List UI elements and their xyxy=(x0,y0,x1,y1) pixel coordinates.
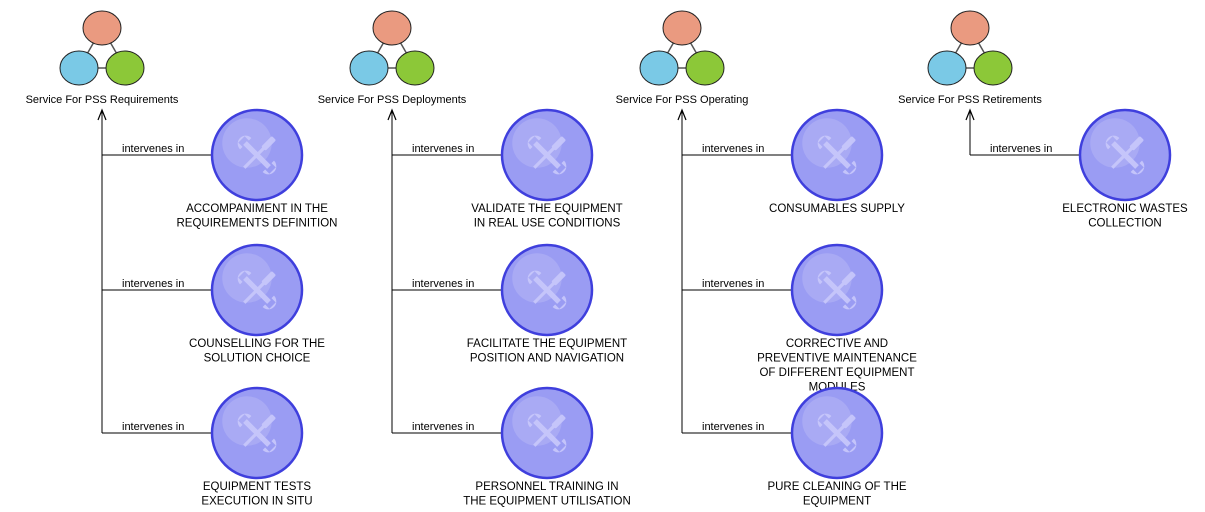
triad-left-circle xyxy=(639,50,679,86)
arrow-head xyxy=(965,108,975,121)
task-label-line: COUNSELLING FOR THE xyxy=(189,338,325,350)
arrow-head xyxy=(387,108,397,121)
arrow-head xyxy=(677,108,687,121)
task-node: intervenes in ACCOMPANIMENT IN THE REQUIRE… xyxy=(122,108,338,230)
task-label-line: PREVENTIVE MAINTENANCE xyxy=(757,353,917,365)
task-label-line: CORRECTIVE AND xyxy=(786,338,888,350)
task-label-line: POSITION AND NAVIGATION xyxy=(470,353,624,365)
task-label-line: ACCOMPANIMENT IN THE xyxy=(186,203,328,215)
task-label: ELECTRONIC WASTES COLLECTION xyxy=(1062,203,1188,230)
triad-icon xyxy=(639,10,725,86)
task-label-line: SOLUTION CHOICE xyxy=(204,353,311,365)
task-node: intervenes in VALIDATE THE EQUIPMENT IN RE… xyxy=(412,108,623,230)
edge-label: intervenes in xyxy=(702,421,764,433)
task-label-line: COLLECTION xyxy=(1088,218,1162,230)
task-node: intervenes in CORRECTIVE AND PREVENTIVE MA… xyxy=(702,243,917,394)
edge-label: intervenes in xyxy=(412,421,474,433)
task-label: CONSUMABLES SUPPLY xyxy=(769,203,905,215)
task-label-line: PERSONNEL TRAINING IN xyxy=(475,481,618,493)
triad-right-circle xyxy=(395,50,435,86)
task-label: COUNSELLING FOR THE SOLUTION CHOICE xyxy=(189,338,325,365)
triad-icon xyxy=(349,10,435,86)
task-label-line: THE EQUIPMENT UTILISATION xyxy=(463,496,631,508)
task-label-line: EQUIPMENT xyxy=(803,496,871,508)
edge-label: intervenes in xyxy=(412,278,474,290)
triad-top-circle xyxy=(82,10,122,46)
triad-left-circle xyxy=(59,50,99,86)
task-node: intervenes in FACILITATE THE EQUIPMENT POS… xyxy=(412,243,627,365)
task-label-line: VALIDATE THE EQUIPMENT xyxy=(471,203,622,215)
task-label-line: CONSUMABLES SUPPLY xyxy=(769,203,905,215)
service-column: Service For PSS Requirements xyxy=(26,10,179,106)
arrow-head xyxy=(97,108,107,121)
triad-right-circle xyxy=(105,50,145,86)
triad-left-circle xyxy=(927,50,967,86)
task-node: intervenes in PERSONNEL TRAINING IN THE EQ… xyxy=(412,386,631,508)
task-label: ACCOMPANIMENT IN THE REQUIREMENTS DEFINIT… xyxy=(176,203,337,230)
task-node: intervenes in ELECTRONIC WASTES COLLECTION xyxy=(990,108,1188,230)
triad-top-circle xyxy=(950,10,990,46)
task-label: EQUIPMENT TESTS EXECUTION IN SITU xyxy=(201,481,312,508)
service-column: Service For PSS Operating xyxy=(616,10,749,106)
edge-label: intervenes in xyxy=(702,143,764,155)
task-label: PURE CLEANING OF THE EQUIPMENT xyxy=(767,481,906,508)
edge-label: intervenes in xyxy=(122,143,184,155)
task-node: intervenes in PURE CLEANING OF THE EQUIPME… xyxy=(702,386,907,508)
edge-label: intervenes in xyxy=(990,143,1052,155)
edge-label: intervenes in xyxy=(122,278,184,290)
task-label-line: REQUIREMENTS DEFINITION xyxy=(176,218,337,230)
task-label-line: OF DIFFERENT EQUIPMENT xyxy=(759,367,914,379)
edge-label: intervenes in xyxy=(702,278,764,290)
task-label-line: EXECUTION IN SITU xyxy=(201,496,312,508)
task-label: FACILITATE THE EQUIPMENT POSITION AND NAV… xyxy=(467,338,627,365)
service-column: Service For PSS Deployments xyxy=(318,10,467,106)
service-label: Service For PSS Operating xyxy=(616,94,749,106)
task-node: intervenes in CONSUMABLES SUPPLY xyxy=(702,108,905,215)
task-label-line: IN REAL USE CONDITIONS xyxy=(474,218,621,230)
task-node: intervenes in COUNSELLING FOR THE SOLUTION… xyxy=(122,243,325,365)
edge-label: intervenes in xyxy=(412,143,474,155)
edge-label: intervenes in xyxy=(122,421,184,433)
task-label-line: ELECTRONIC WASTES xyxy=(1062,203,1188,215)
service-label: Service For PSS Deployments xyxy=(318,94,467,106)
triad-top-circle xyxy=(662,10,702,46)
task-label-line: EQUIPMENT TESTS xyxy=(203,481,312,493)
task-label-line: FACILITATE THE EQUIPMENT xyxy=(467,338,627,350)
task-node: intervenes in EQUIPMENT TESTS EXECUTION IN… xyxy=(122,386,313,508)
triad-right-circle xyxy=(685,50,725,86)
triad-top-circle xyxy=(372,10,412,46)
task-label: VALIDATE THE EQUIPMENT IN REAL USE CONDIT… xyxy=(471,203,622,230)
triad-icon xyxy=(927,10,1013,86)
service-column: Service For PSS Retirements xyxy=(898,10,1042,106)
triad-icon xyxy=(59,10,145,86)
task-label-line: PURE CLEANING OF THE xyxy=(767,481,906,493)
task-label: CORRECTIVE AND PREVENTIVE MAINTENANCE OF D… xyxy=(757,338,917,394)
task-label: PERSONNEL TRAINING IN THE EQUIPMENT UTILI… xyxy=(463,481,631,508)
service-label: Service For PSS Requirements xyxy=(26,94,179,106)
triad-left-circle xyxy=(349,50,389,86)
service-label: Service For PSS Retirements xyxy=(898,94,1042,106)
triad-right-circle xyxy=(973,50,1013,86)
